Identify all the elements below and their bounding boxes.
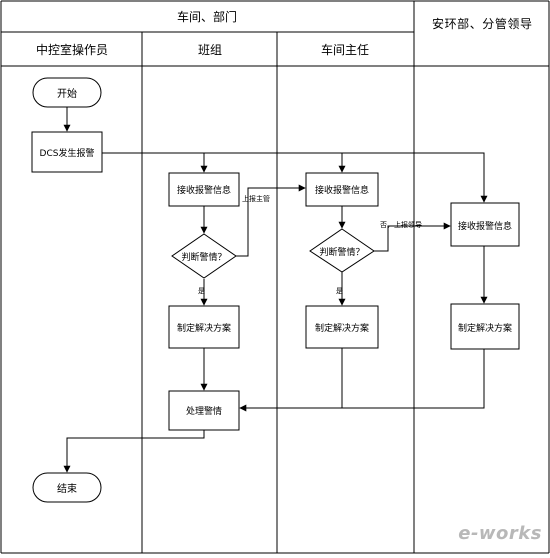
- node-end-label: 结束: [57, 482, 77, 495]
- node-receive-safety: 接收报警信息: [450, 202, 520, 247]
- lane-header-operator: 中控室操作员: [36, 42, 108, 57]
- group-header: 车间、部门: [177, 9, 237, 24]
- edge-label-yes-director: 是: [336, 287, 343, 295]
- node-handle-label: 处理警情: [186, 405, 222, 417]
- node-receive-team-label: 接收报警信息: [177, 184, 231, 196]
- node-dcs-alarm: DCS发生报警: [31, 131, 103, 173]
- lane-header-director: 车间主任: [321, 42, 369, 57]
- node-judge-team-label: 判断警情？: [181, 251, 226, 263]
- node-plan-team: 制定解决方案: [168, 305, 240, 349]
- node-plan-team-label: 制定解决方案: [177, 322, 231, 334]
- node-plan-safety: 制定解决方案: [450, 303, 520, 350]
- node-receive-team: 接收报警信息: [168, 172, 240, 207]
- node-start: 开始: [32, 77, 102, 108]
- node-handle: 处理警情: [168, 390, 240, 431]
- edge-label-yes-team: 是: [198, 287, 205, 295]
- node-end: 结束: [32, 472, 102, 503]
- node-plan-safety-label: 制定解决方案: [458, 322, 512, 334]
- node-judge-director: 判断警情？: [309, 228, 375, 273]
- node-dcs-alarm-label: DCS发生报警: [40, 147, 95, 159]
- eworks-watermark-logo: e-works: [458, 523, 542, 544]
- node-judge-director-label: 判断警情？: [319, 246, 364, 258]
- node-receive-director-label: 接收报警信息: [315, 184, 369, 196]
- edge-label-no-report-leader: 否，上报领导: [380, 220, 422, 229]
- node-start-label: 开始: [57, 87, 77, 100]
- edge-label-no-report-director: 否，上报主管: [228, 194, 270, 203]
- node-receive-safety-label: 接收报警信息: [458, 220, 512, 232]
- node-judge-team: 判断警情？: [171, 233, 237, 279]
- lane-header-team: 班组: [198, 43, 222, 57]
- node-plan-director: 制定解决方案: [305, 305, 379, 349]
- connectors: [63, 107, 488, 473]
- safety-header: 安环部、分管领导: [432, 16, 532, 31]
- node-plan-director-label: 制定解决方案: [315, 322, 369, 334]
- node-receive-director: 接收报警信息: [305, 172, 379, 207]
